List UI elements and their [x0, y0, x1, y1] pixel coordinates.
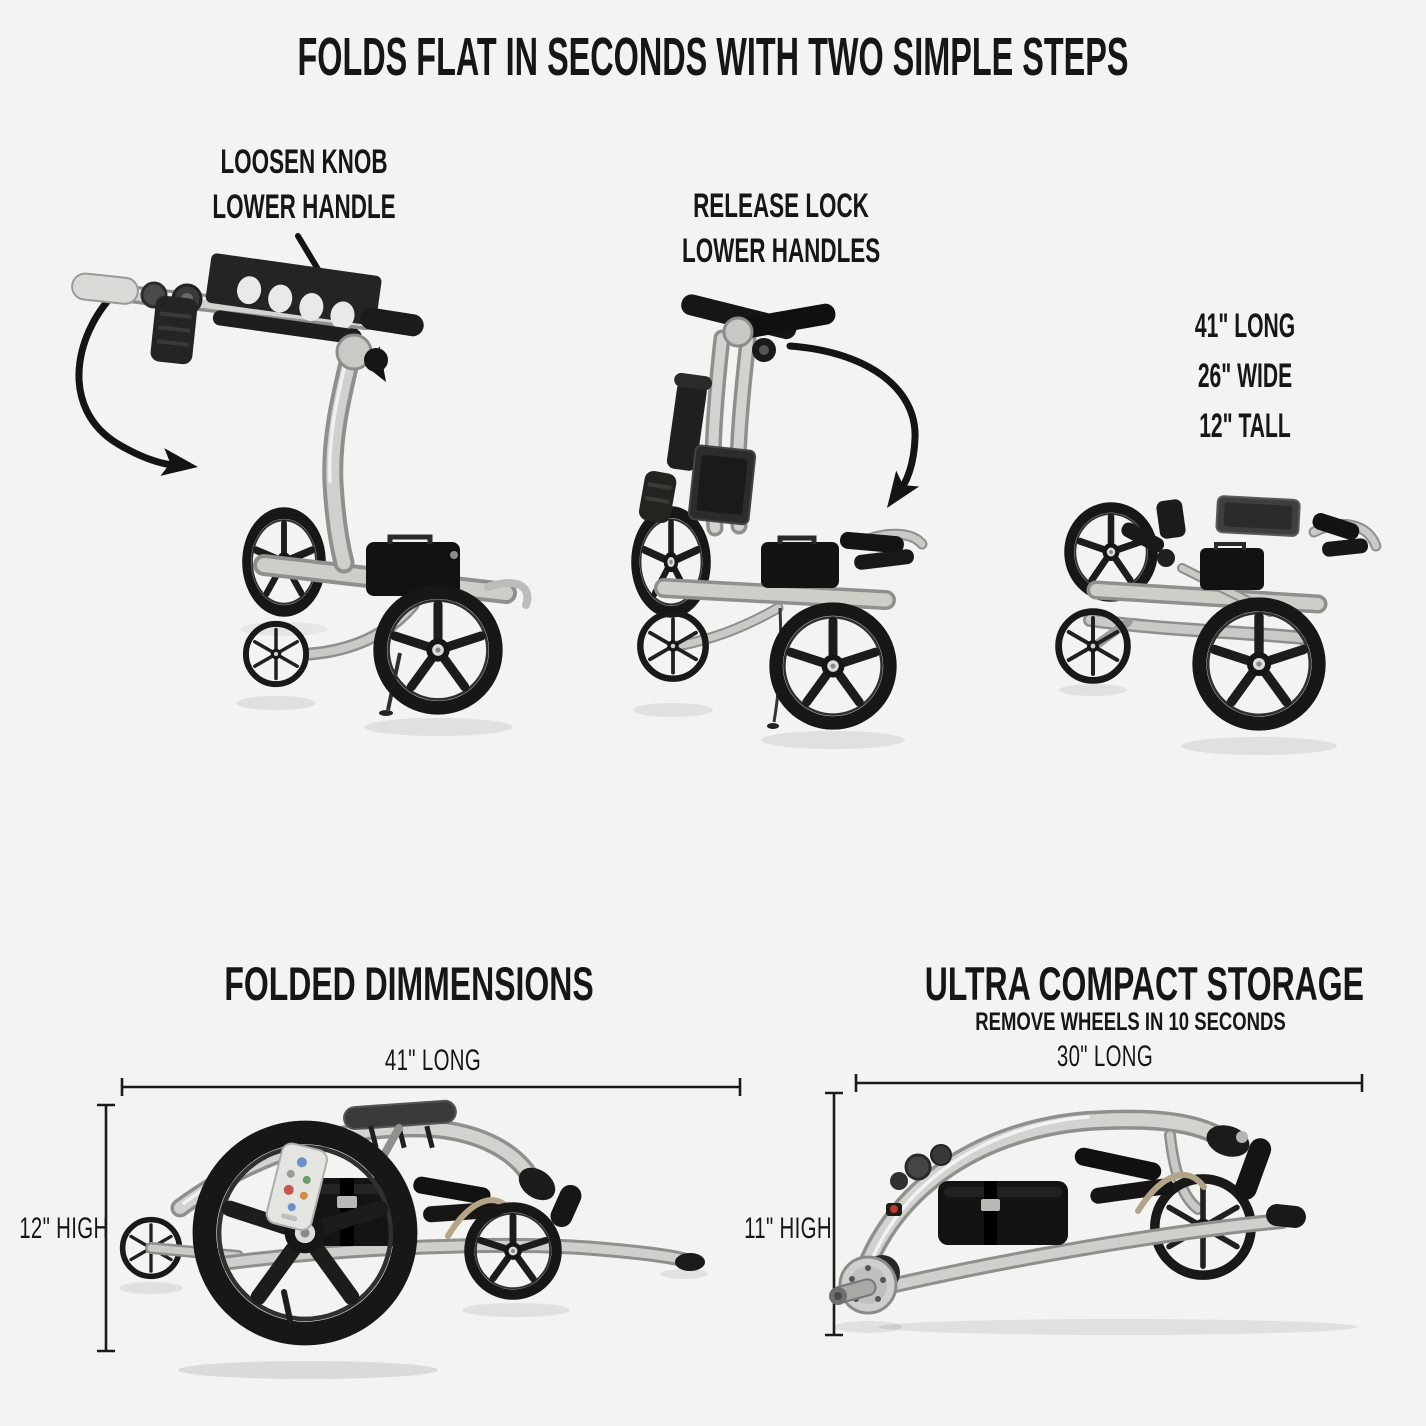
power-switch: [886, 1203, 902, 1216]
battery-pack: [761, 535, 839, 588]
battery-pack: [366, 534, 460, 596]
folded-size-height: 12" TALL: [1199, 407, 1291, 445]
remote-control: [265, 1142, 328, 1231]
storage-length-label: 30" LONG: [1056, 1040, 1154, 1073]
rear-near-wheel: [776, 609, 890, 723]
storage-height-label: 11" HIGH: [744, 1212, 832, 1245]
handle-grip: [360, 307, 424, 337]
hanging-grip: [550, 1184, 582, 1228]
folded-length-label: 41" LONG: [384, 1044, 482, 1077]
release-lock: [722, 316, 754, 348]
scorecard-console: [205, 253, 382, 345]
cup-holder: [1156, 499, 1186, 539]
fold-direction-arrow-right-icon: [786, 342, 920, 508]
rear-near-wheel: [1199, 604, 1318, 723]
cart-folded-illustration: [1032, 495, 1382, 755]
hanging-grip: [1234, 1138, 1272, 1200]
folded-size-width: 26" WIDE: [1197, 357, 1293, 395]
step2-line1: RELEASE LOCK: [693, 187, 869, 225]
front-wheel: [1059, 612, 1128, 681]
phone-console: [687, 444, 757, 526]
cart-half-folded-illustration: [628, 294, 928, 749]
rear-near-wheel: [380, 592, 496, 708]
folded-handle-grips: [1074, 1147, 1174, 1204]
folded-height-measure-line: [97, 1103, 115, 1353]
scorecard-console: [1215, 495, 1301, 537]
folded-size-length: 41" LONG: [1194, 307, 1296, 345]
fold-direction-arrow-left-icon: [75, 284, 198, 476]
cart-wheels-removed-illustration: [829, 1109, 1358, 1335]
step2-instruction: RELEASE LOCK LOWER HANDLES: [682, 184, 880, 274]
folded-height-label: 12" HIGH: [19, 1212, 109, 1245]
cup-holder: [638, 470, 677, 523]
battery-bag: [938, 1181, 1068, 1245]
storage-length-measure-line: [854, 1074, 1364, 1092]
front-wheel: [246, 624, 306, 684]
compact-storage-heading: ULTRA COMPACT STORAGE: [924, 957, 1364, 1010]
cart-unfolded-illustration: [71, 253, 532, 736]
compact-storage-subheading: REMOVE WHEELS IN 10 SECONDS: [975, 1008, 1286, 1036]
folded-dimensions-heading: FOLDED DIMMENSIONS: [224, 957, 594, 1010]
folded-handle: [681, 294, 836, 362]
folded-handle-grips: [1312, 513, 1369, 557]
battery-pack: [1200, 542, 1264, 590]
main-title: FOLDS FLAT IN SECONDS WITH TWO SIMPLE ST…: [297, 27, 1129, 87]
cup-holder: [150, 295, 198, 365]
step1-instruction: LOOSEN KNOB LOWER HANDLE: [205, 140, 403, 230]
step1-line2: LOWER HANDLE: [212, 188, 396, 226]
folded-length-measure-line: [120, 1078, 742, 1096]
axle-hub: [829, 1255, 900, 1315]
folded-size-specs: 41" LONG 26" WIDE 12" TALL: [1152, 301, 1338, 451]
cart-folded-side-illustration: [119, 1099, 708, 1379]
step2-line2: LOWER HANDLES: [682, 232, 881, 270]
handle-assembly: [71, 253, 424, 372]
step1-line1: LOOSEN KNOB: [220, 143, 388, 181]
